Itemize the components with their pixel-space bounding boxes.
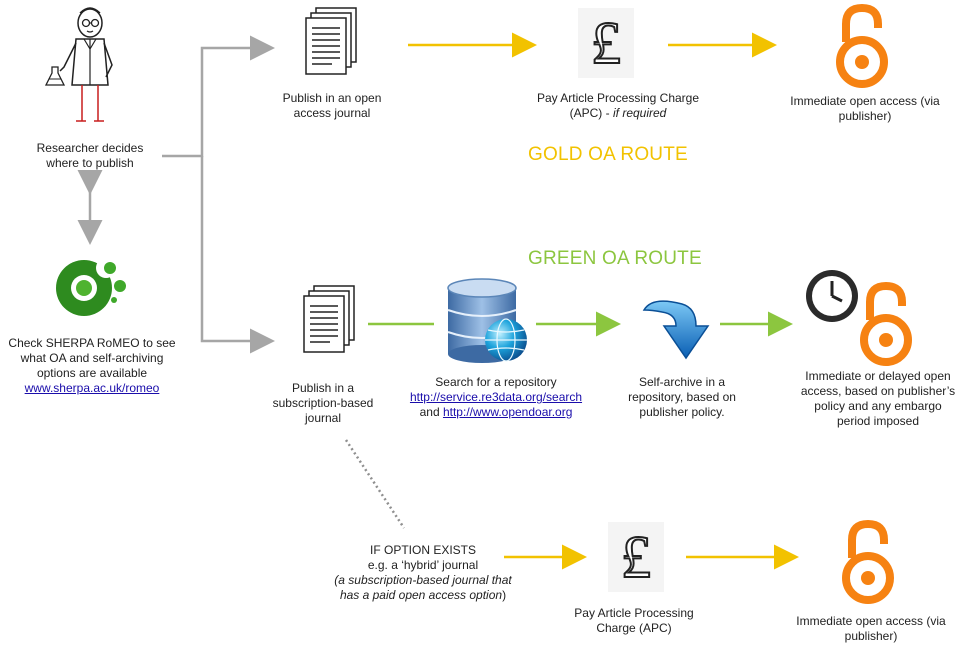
green-step4-label: Immediate or delayed open access, based … <box>800 369 956 428</box>
document-stack-icon <box>303 285 355 353</box>
hybrid-step3-label: Immediate open access (via publisher) <box>796 614 946 643</box>
document-stack-icon <box>305 7 357 75</box>
hybrid-label: IF OPTION EXISTS e.g. a ‘hybrid’ journal… <box>334 543 512 602</box>
gold-step3-label: Immediate open access (via publisher) <box>790 94 940 123</box>
gold-route-title: GOLD OA ROUTE <box>528 144 688 165</box>
open-access-icon <box>860 281 912 366</box>
branch-connector <box>162 35 275 158</box>
re3data-link[interactable]: http://service.re3data.org/search <box>409 390 583 404</box>
opendoar-link[interactable]: http://www.opendoar.org <box>442 405 573 419</box>
gold-step1-label: Publish in an open access journal <box>282 91 382 120</box>
gold-step2-label: Pay Article Processing Charge (APC) - if… <box>536 91 700 120</box>
green-route-title: GREEN OA ROUTE <box>528 248 702 269</box>
pound-icon: £ <box>578 8 634 78</box>
green-step2-label: Search for a repository http://service.r… <box>409 375 583 419</box>
hybrid-dotted-link <box>344 439 406 529</box>
researcher-icon <box>44 7 113 122</box>
pound-icon: £ <box>608 522 664 592</box>
romeo-link[interactable]: www.sherpa.ac.uk/romeo <box>24 381 160 395</box>
branch-connector-lower <box>200 156 275 354</box>
open-access-icon <box>836 3 888 88</box>
download-arrow-icon <box>642 300 710 360</box>
romeo-label: Check SHERPA RoMEO to see what OA and se… <box>8 336 176 396</box>
database-globe-icon <box>447 278 527 363</box>
researcher-label: Researcher decides where to publish <box>36 141 144 170</box>
romeo-logo-icon <box>56 258 126 316</box>
open-access-icon <box>842 519 894 604</box>
clock-icon <box>806 270 858 322</box>
romeo-description: Check SHERPA RoMEO to see what OA and se… <box>8 336 176 380</box>
green-step1-label: Publish in a subscription-based journal <box>272 381 374 425</box>
green-step3-label: Self-archive in a repository, based on p… <box>628 375 736 419</box>
hybrid-step2-label: Pay Article Processing Charge (APC) <box>574 606 694 635</box>
